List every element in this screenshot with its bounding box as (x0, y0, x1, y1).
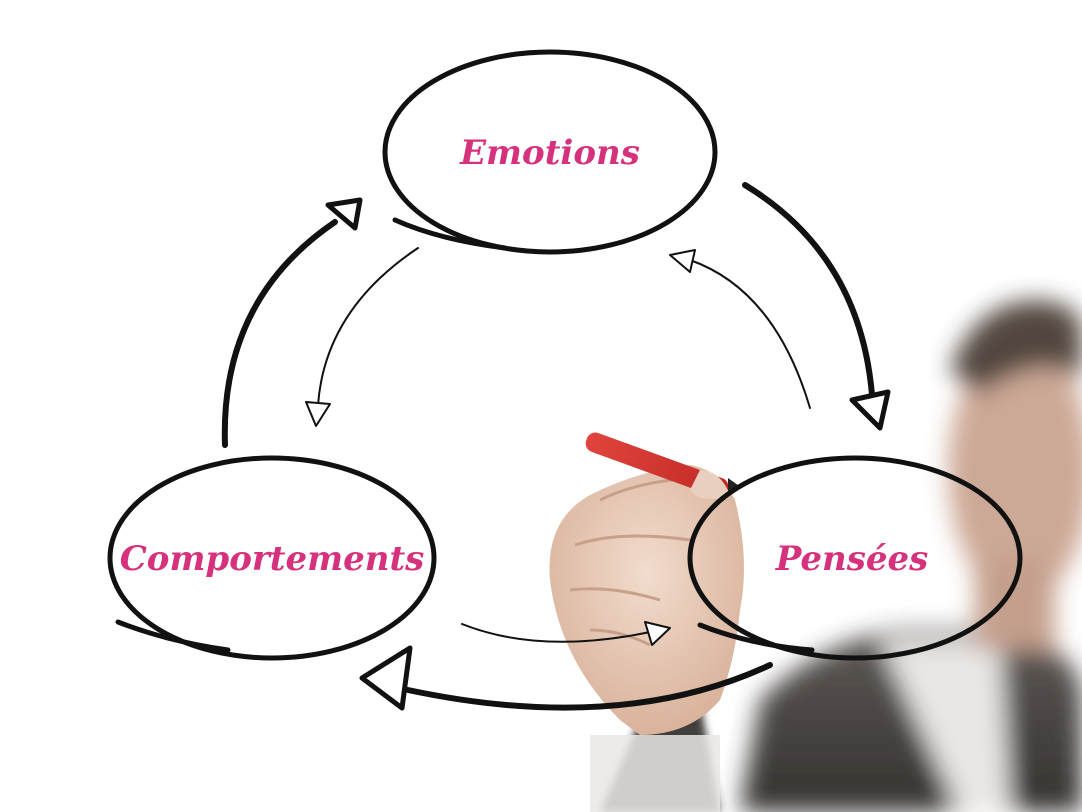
arrow-pensees-to-comportements (359, 645, 773, 711)
node-label-pensees: Pensées (775, 539, 929, 579)
arrow-emotions-to-comportements (305, 247, 419, 427)
node-label-comportements: Comportements (120, 539, 425, 579)
node-emotions (382, 49, 718, 255)
arrow-comportements-to-pensees (461, 621, 671, 646)
arrow-emotions-to-pensees (742, 182, 891, 431)
arrow-pensees-to-emotions (669, 249, 811, 409)
node-label-emotions: Emotions (459, 133, 640, 173)
node-pensees (687, 455, 1023, 661)
arrow-comportements-to-emotions (221, 197, 363, 448)
hand-with-marker (549, 432, 744, 812)
node-comportements (107, 455, 437, 661)
background-person (740, 300, 1082, 812)
